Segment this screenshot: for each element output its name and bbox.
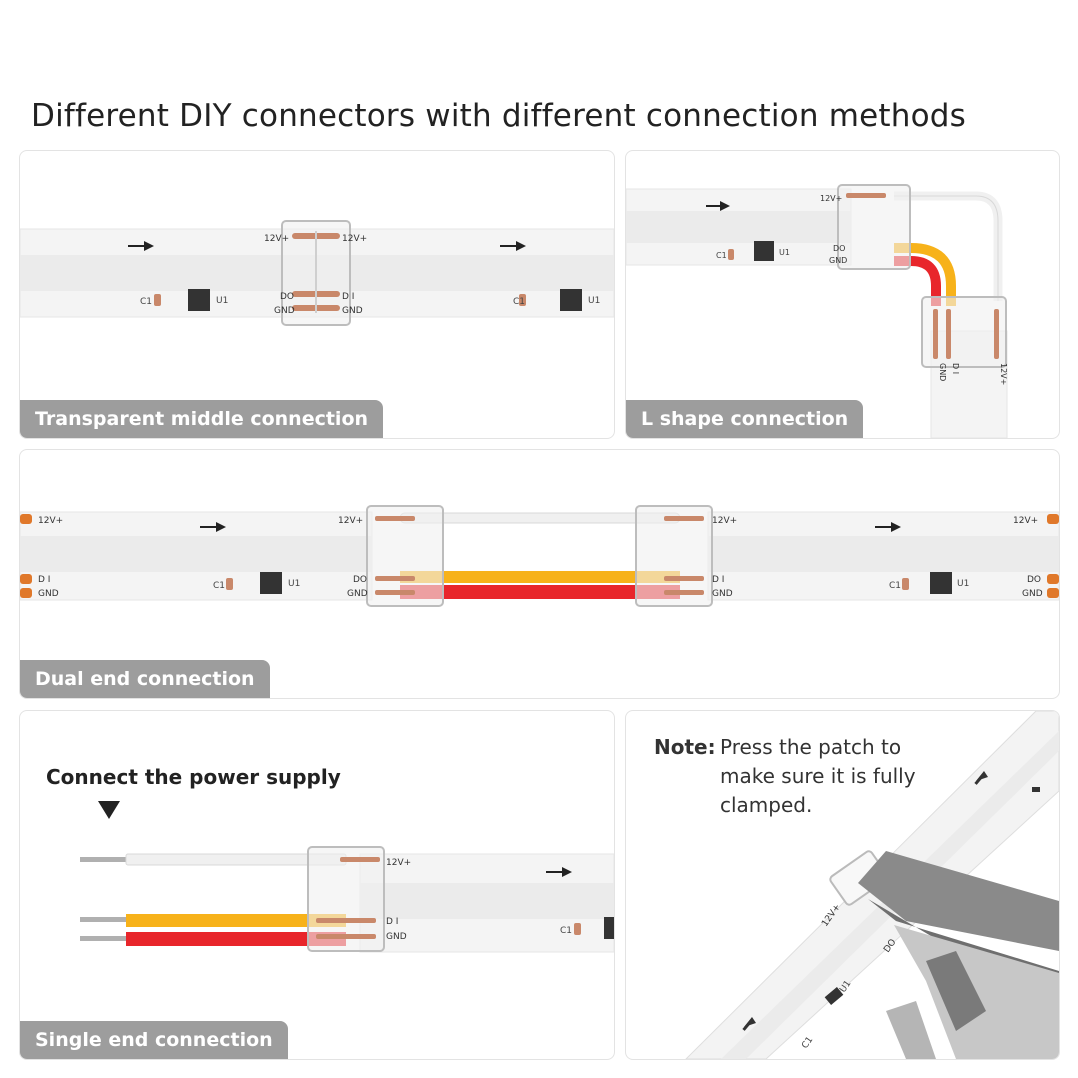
- capacitor-icon: [226, 578, 233, 590]
- component-u1: U1: [216, 296, 228, 306]
- single-end-diagram: C1 12V+ D I GND: [80, 846, 614, 953]
- single-connector: [307, 846, 385, 952]
- pliers-upper-jaw: [858, 851, 1059, 951]
- power-supply-heading: Connect the power supply: [46, 765, 341, 789]
- component-c1: C1: [213, 581, 225, 591]
- arrow-right-icon: [500, 241, 526, 251]
- stripped-wire-end: [80, 857, 128, 862]
- note-value: Press the patch to make sure it is fully…: [720, 735, 916, 817]
- note-illustration: U1 C1 12V+ DO: [685, 711, 1059, 1059]
- panel-note: U1 C1 12V+ DO Note: Press the patch to m…: [625, 710, 1060, 1060]
- pin-left-gnd: GND: [274, 306, 295, 316]
- component-c1: C1: [716, 251, 727, 260]
- pin-left-12v: 12V+: [264, 234, 289, 244]
- yellow-wire: [400, 571, 680, 583]
- note-component-c1: C1: [800, 1035, 815, 1051]
- component-c1: C1: [140, 297, 152, 307]
- arrow-right-icon: [706, 201, 730, 211]
- pin-top-gnd: GND: [829, 256, 847, 265]
- pin-connector-left-gnd: GND: [347, 589, 368, 599]
- pin-far-right-gnd: GND: [1022, 589, 1043, 599]
- chip-icon: [188, 289, 210, 311]
- component-u1: U1: [288, 579, 300, 589]
- component-u1: U1: [588, 296, 600, 306]
- panel-dual-end: 12V+ D I GND 12V+ DO GND C1 U1 C1 U1 12V…: [19, 449, 1060, 699]
- arrow-right-icon: [200, 522, 226, 532]
- arrow-right-icon: [875, 522, 901, 532]
- yellow-wire: [126, 914, 346, 927]
- pin-connector-right-di: D I: [712, 575, 724, 585]
- transparent-middle-diagram: C1 U1 C1 U1 12V+ DO GND 12V+ D I GND: [20, 220, 614, 326]
- capacitor-icon: [574, 923, 581, 935]
- component-u1: U1: [779, 248, 790, 257]
- component-c1: C1: [560, 926, 572, 936]
- pin-connector-right-12v: 12V+: [712, 516, 737, 526]
- label-dual-end: Dual end connection: [20, 660, 270, 698]
- capacitor-icon: [728, 249, 734, 260]
- chip-icon: [260, 572, 282, 594]
- capacitor-icon: [154, 294, 161, 306]
- pin-top-do: DO: [833, 244, 845, 253]
- stripped-wire-end: [80, 917, 128, 922]
- red-wire: [126, 932, 346, 946]
- note-key: Note:: [654, 735, 716, 759]
- arrow-right-icon: [546, 867, 572, 877]
- l-connector-top: [837, 184, 911, 270]
- chip-icon: [930, 572, 952, 594]
- pin-connector-left-do: DO: [353, 575, 367, 585]
- pin-far-left-12v: 12V+: [38, 516, 63, 526]
- component-u1: U1: [957, 579, 969, 589]
- pin-gnd: GND: [386, 932, 407, 942]
- pin-far-left-di: D I: [38, 575, 50, 585]
- pin-bottom-gnd: GND: [938, 363, 947, 381]
- pin-top-12v: 12V+: [820, 194, 842, 203]
- pin-12v: 12V+: [386, 858, 411, 868]
- pin-bottom-12v: 12V+: [999, 363, 1008, 385]
- pin-right-12v: 12V+: [342, 234, 367, 244]
- down-triangle-icon: [98, 801, 120, 819]
- arrow-right-icon: [128, 241, 154, 251]
- pin-left-do: DO: [280, 292, 294, 302]
- pin-far-left-gnd: GND: [38, 589, 59, 599]
- label-l-shape: L shape connection: [626, 400, 864, 438]
- label-transparent-middle: Transparent middle connection: [20, 400, 384, 438]
- panel-single-end: Connect the power supply C1 12V+ D I GND…: [19, 710, 615, 1060]
- pin-di: D I: [386, 917, 398, 927]
- chip-icon: [560, 289, 582, 311]
- pin-connector-left-12v: 12V+: [338, 516, 363, 526]
- pin-far-right-12v: 12V+: [1013, 516, 1038, 526]
- capacitor-icon: [1032, 787, 1040, 792]
- capacitor-icon: [902, 578, 909, 590]
- pin-bottom-di: D I: [951, 363, 960, 374]
- page-title: Different DIY connectors with different …: [31, 98, 967, 134]
- yellow-wire: [894, 243, 956, 306]
- pin-right-gnd: GND: [342, 306, 363, 316]
- panel-transparent-middle: C1 U1 C1 U1 12V+ DO GND 12V+ D I GND Tra…: [19, 150, 615, 439]
- l-connector-bottom: [921, 296, 1007, 368]
- dual-end-diagram: 12V+ D I GND 12V+ DO GND C1 U1 C1 U1 12V…: [20, 505, 1059, 607]
- component-c1: C1: [889, 581, 901, 591]
- label-single-end: Single end connection: [20, 1021, 288, 1059]
- stripped-wire-end: [80, 936, 128, 941]
- red-wire: [894, 256, 941, 306]
- chip-icon: [754, 241, 774, 261]
- red-wire: [400, 585, 680, 599]
- pin-far-right-do: DO: [1027, 575, 1041, 585]
- pin-right-di: D I: [342, 292, 354, 302]
- pliers-handle: [886, 1001, 936, 1059]
- component-c1: C1: [513, 297, 525, 307]
- capacitor-icon: [519, 294, 526, 306]
- l-shape-diagram: C1 U1 12V+ DO GND GND D I 12V+: [626, 184, 1008, 438]
- panel-l-shape: C1 U1 12V+ DO GND GND D I 12V+ L shape c…: [625, 150, 1060, 439]
- chip-icon: [604, 917, 614, 939]
- chip-icon: [824, 987, 844, 1005]
- pin-connector-right-gnd: GND: [712, 589, 733, 599]
